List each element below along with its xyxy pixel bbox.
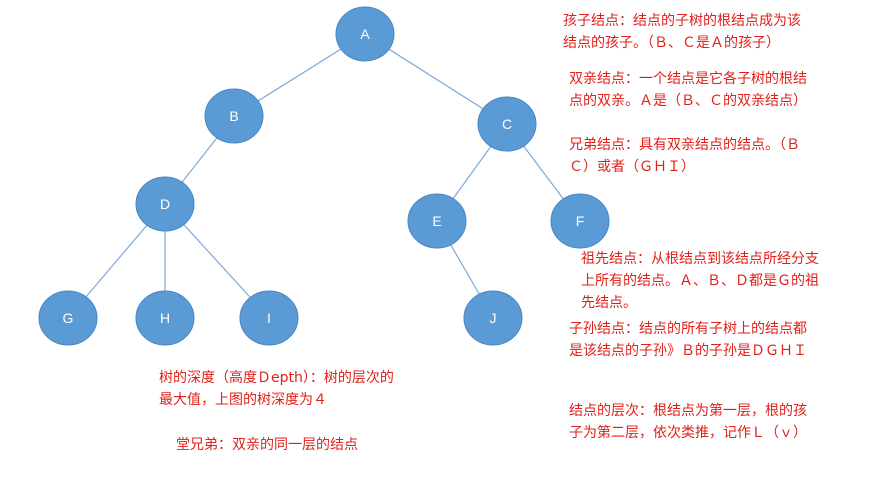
node-label: I bbox=[267, 310, 271, 326]
node-circle bbox=[204, 88, 264, 144]
note-child-node: 孩子结点：结点的子树的根结点成为该 结点的孩子。（Ｂ、Ｃ是Ａ的孩子） bbox=[563, 13, 801, 51]
node-circle bbox=[407, 193, 467, 249]
node-b: B bbox=[204, 88, 264, 144]
node-label: F bbox=[576, 213, 585, 229]
node-c: C bbox=[477, 96, 537, 152]
node-label: C bbox=[502, 116, 512, 132]
note-node-level: 结点的层次：根结点为第一层，根的孩 子为第二层，依次类推，记作Ｌ（ｖ） bbox=[569, 403, 807, 441]
note-tree-depth: 树的深度（高度Ｄepth）：树的层次的 最大值，上图的树深度为４ bbox=[159, 370, 394, 408]
note-cousin-node: 堂兄弟：双亲的同一层的结点 bbox=[176, 437, 358, 453]
node-label: J bbox=[490, 310, 497, 326]
node-label: D bbox=[160, 196, 170, 212]
node-j: J bbox=[463, 290, 523, 346]
node-label: A bbox=[360, 26, 370, 42]
note-parent-node: 双亲结点：一个结点是它各子树的根结 点的双亲。Ａ是（Ｂ、Ｃ的双亲结点） bbox=[569, 71, 807, 109]
node-label: B bbox=[229, 108, 238, 124]
node-g: G bbox=[38, 290, 98, 346]
node-circle bbox=[477, 96, 537, 152]
node-label: E bbox=[432, 213, 441, 229]
node-label: G bbox=[63, 310, 74, 326]
node-circle bbox=[335, 6, 395, 62]
note-descendant-node: 子孙结点：结点的所有子树上的结点都 是该结点的子孙》Ｂ的子孙是ＤＧＨＩ bbox=[569, 321, 807, 359]
node-circle bbox=[135, 176, 195, 232]
node-circle bbox=[463, 290, 523, 346]
node-e: E bbox=[407, 193, 467, 249]
node-i: I bbox=[239, 290, 299, 346]
node-circle bbox=[550, 193, 610, 249]
note-ancestor-node: 祖先结点：从根结点到该结点所经分支 上所有的结点。Ａ、Ｂ、Ｄ都是Ｇ的祖 先结点。 bbox=[581, 251, 819, 311]
node-circle bbox=[38, 290, 98, 346]
node-f: F bbox=[550, 193, 610, 249]
tree-edges bbox=[67, 33, 581, 319]
node-d: D bbox=[135, 176, 195, 232]
node-h: H bbox=[135, 290, 195, 346]
note-sibling-node: 兄弟结点：具有双亲结点的结点。（Ｂ Ｃ）或者（ＧＨＩ） bbox=[569, 137, 800, 175]
tree-nodes: A B C D E F G H I J bbox=[38, 6, 610, 346]
node-a: A bbox=[335, 6, 395, 62]
node-label: H bbox=[160, 310, 170, 326]
node-circle bbox=[135, 290, 195, 346]
node-circle bbox=[239, 290, 299, 346]
